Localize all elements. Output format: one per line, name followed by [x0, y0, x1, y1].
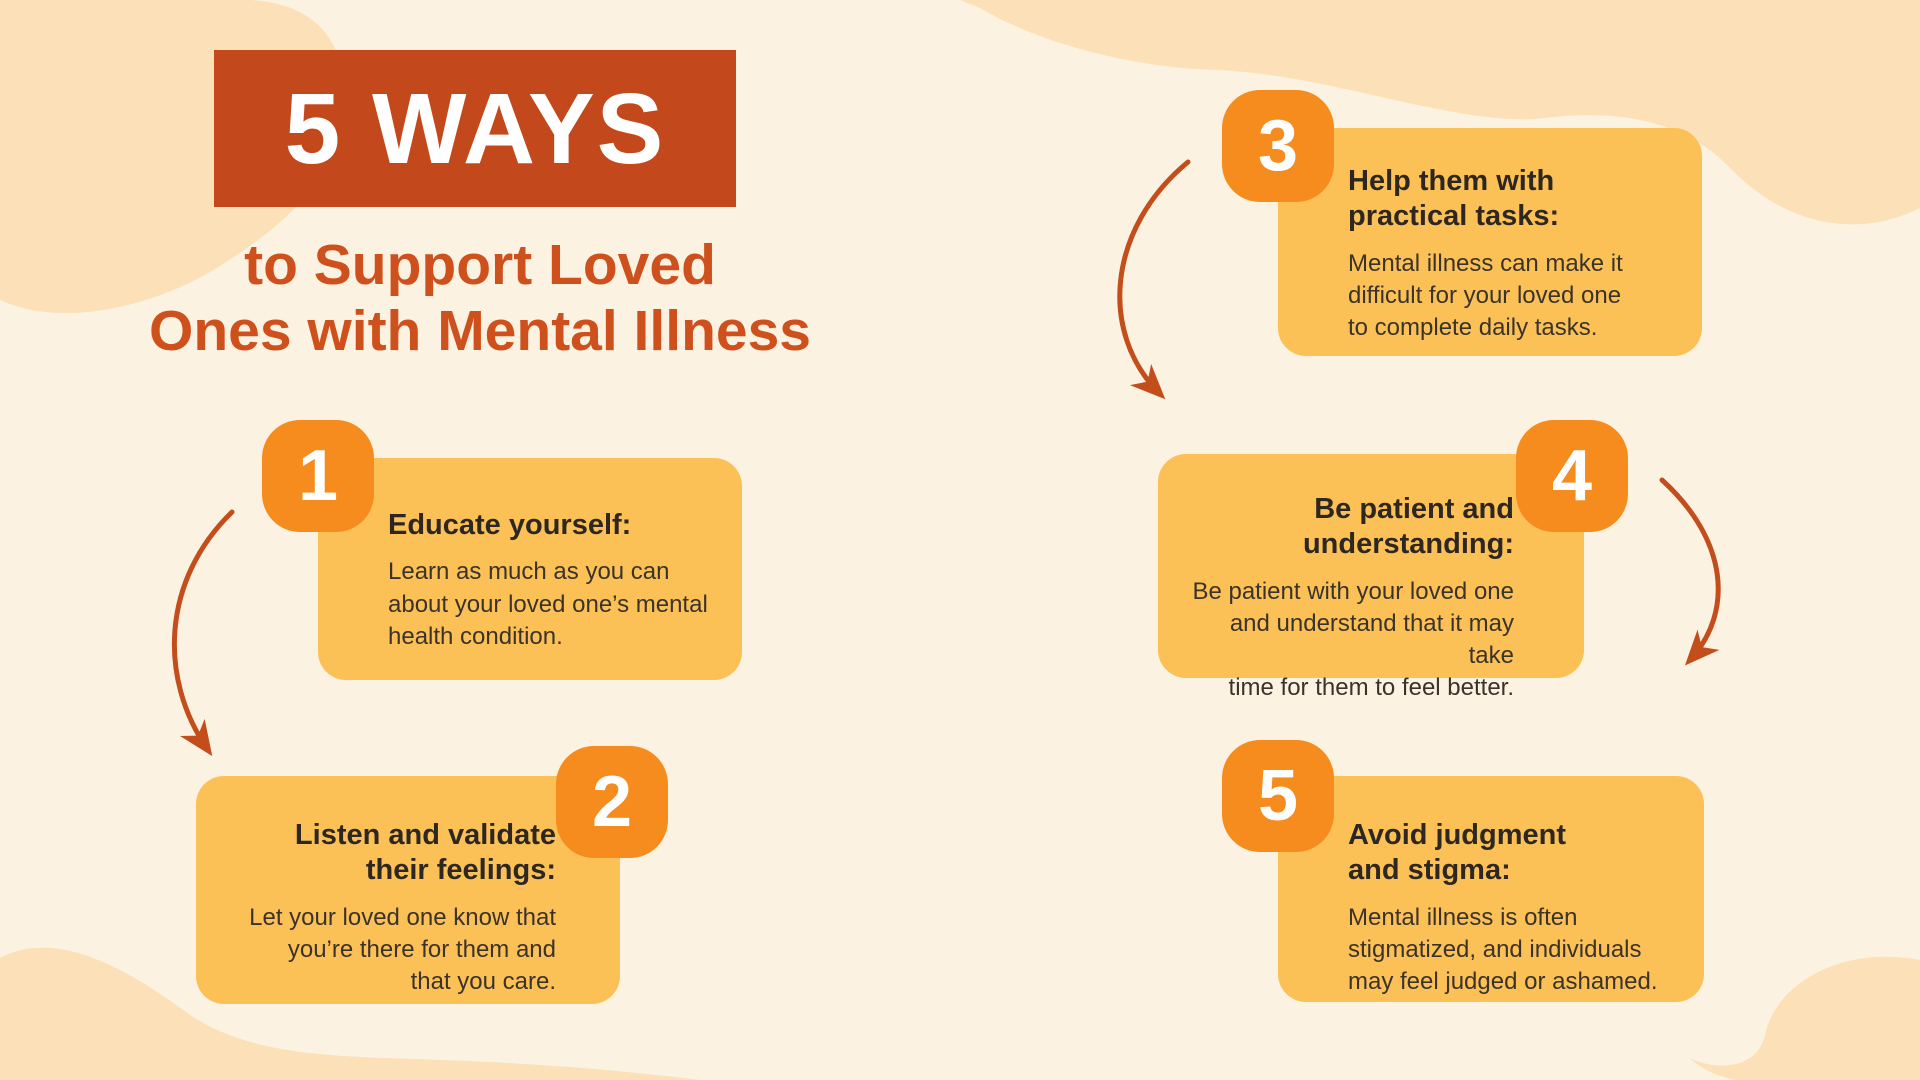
- step-number-badge-1: 1: [262, 420, 374, 532]
- step-card-4: Be patient and understanding: Be patient…: [1158, 454, 1584, 701]
- arrow-4-to-5: [1659, 477, 1721, 666]
- step-number-badge-2: 2: [556, 746, 668, 858]
- step-card-2: Listen and validate their feelings: Let …: [196, 776, 620, 1004]
- step-body: Let your loved one know that you’re ther…: [249, 903, 556, 996]
- step-heading: Avoid judgment and stigma:: [1348, 819, 1567, 887]
- step-number-badge-3: 3: [1222, 90, 1334, 202]
- corner-blob-bottom-right: [1690, 956, 1920, 1080]
- arrow-3-to-4: [1117, 159, 1191, 400]
- step-card-3: Help them with practical tasks: Mental i…: [1278, 128, 1702, 356]
- corner-blob-bottom-left: [0, 947, 700, 1080]
- step-heading: Listen and validate their feelings:: [294, 819, 556, 887]
- step-number-badge-4: 4: [1516, 420, 1628, 532]
- subtitle-text: to Support Loved Ones with Mental Illnes…: [149, 233, 811, 364]
- step-card-5: Avoid judgment and stigma: Mental illnes…: [1278, 776, 1704, 1002]
- step-heading: Help them with practical tasks:: [1348, 165, 1560, 233]
- step-card-1: Educate yourself: Learn as much as you c…: [318, 458, 742, 680]
- step-heading: Be patient and understanding:: [1302, 493, 1514, 561]
- step-number-badge-5: 5: [1222, 740, 1334, 852]
- title-banner: 5 WAYS: [214, 50, 736, 207]
- title-text: 5 WAYS: [284, 72, 666, 185]
- step-body: Mental illness can make it difficult for…: [1348, 249, 1623, 342]
- step-body: Mental illness is often stigmatized, and…: [1348, 903, 1658, 996]
- arrow-1-to-2: [172, 509, 235, 757]
- step-body: Be patient with your loved one and under…: [1192, 577, 1514, 702]
- step-heading: Educate yourself:: [388, 509, 632, 541]
- step-body: Learn as much as you can about your love…: [388, 558, 708, 650]
- corner-blob-top-right: [960, 0, 1920, 225]
